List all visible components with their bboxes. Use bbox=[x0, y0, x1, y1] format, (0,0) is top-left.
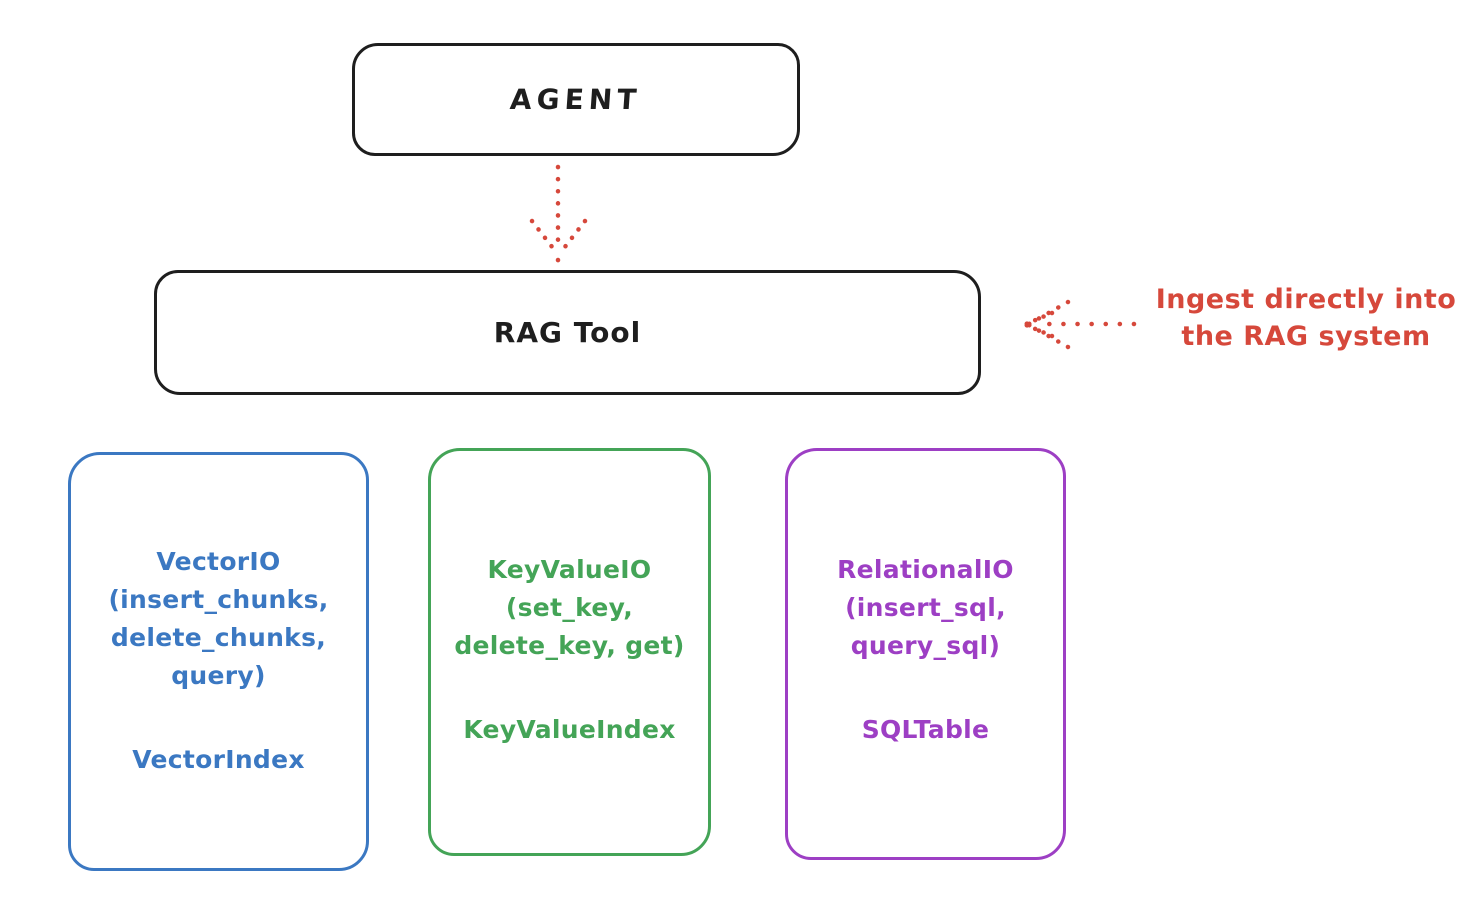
relational-io-methods-2: query_sql) bbox=[850, 631, 1001, 660]
keyvalue-io-methods-1: (set_key, bbox=[505, 593, 634, 622]
vector-io-methods-1: (insert_chunks, bbox=[108, 585, 329, 614]
annotation-to-ragtool-arrow-icon bbox=[1023, 299, 1137, 350]
rag-tool-node: RAG Tool bbox=[154, 270, 981, 395]
agent-to-ragtool-arrow-icon bbox=[529, 164, 588, 263]
keyvalue-io-title: KeyValueIO bbox=[487, 555, 652, 584]
relational-io-methods-1: (insert_sql, bbox=[845, 593, 1006, 622]
rag-tool-label: RAG Tool bbox=[493, 316, 642, 349]
vector-index-label: VectorIndex bbox=[132, 745, 305, 774]
keyvalue-io-methods-2: delete_key, get) bbox=[454, 631, 685, 660]
vector-io-node: VectorIO (insert_chunks, delete_chunks, … bbox=[68, 452, 369, 871]
ingest-annotation-line-2: the RAG system bbox=[1181, 321, 1431, 352]
arrow-head-top bbox=[1026, 299, 1071, 327]
arrow-head-right bbox=[558, 218, 588, 255]
arrow-head-bottom bbox=[1026, 322, 1071, 350]
arrow-head-inner-top bbox=[1023, 310, 1055, 327]
ingest-annotation-line-1: Ingest directly into bbox=[1155, 284, 1457, 315]
ingest-annotation: Ingest directly into the RAG system bbox=[1138, 281, 1474, 355]
keyvalue-io-node: KeyValueIO (set_key, delete_key, get) Ke… bbox=[428, 448, 711, 856]
keyvalue-index-label: KeyValueIndex bbox=[463, 715, 676, 744]
agent-label: AGENT bbox=[509, 83, 643, 116]
sql-table-label: SQLTable bbox=[861, 715, 990, 744]
agent-node: AGENT bbox=[352, 43, 800, 156]
relational-io-title: RelationalIO bbox=[837, 555, 1014, 584]
relational-io-node: RelationalIO (insert_sql, query_sql) SQL… bbox=[785, 448, 1066, 860]
vector-io-methods-3: query) bbox=[171, 661, 266, 690]
vector-io-methods-2: delete_chunks, bbox=[110, 623, 327, 652]
vector-io-title: VectorIO bbox=[156, 547, 281, 576]
arrow-head-inner-bottom bbox=[1023, 322, 1055, 339]
arrow-head-left bbox=[529, 218, 559, 255]
